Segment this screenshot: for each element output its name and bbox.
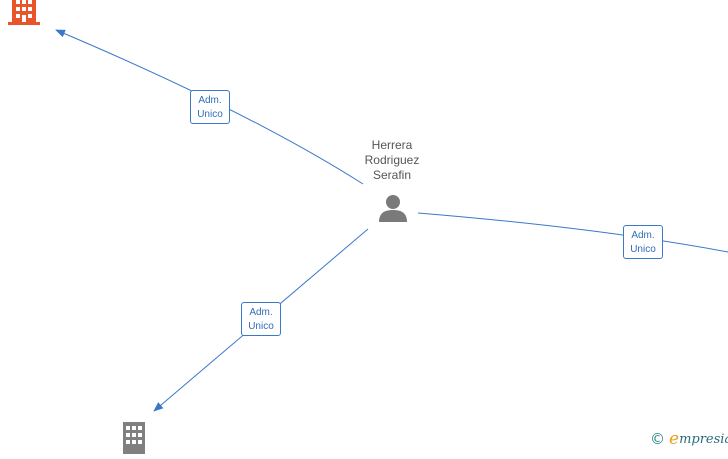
person-icon	[379, 195, 407, 222]
edge-label-right[interactable]: Adm. Unico	[623, 225, 663, 259]
company-bottom-node[interactable]	[121, 422, 147, 454]
person-name-line: Rodriguez	[364, 153, 420, 167]
person-name[interactable]: Herrera Rodriguez Serafin	[352, 138, 432, 183]
edge-label-line: Adm.	[198, 95, 222, 106]
brand-watermark: © e mpresia	[650, 429, 728, 449]
edge-label-line: Adm.	[631, 230, 655, 241]
person-name-line: Herrera	[371, 138, 413, 152]
edge-label-bottom-left[interactable]: Adm. Unico	[241, 302, 281, 336]
building-icon	[123, 422, 145, 454]
company-top-left-node[interactable]	[8, 0, 40, 28]
edge-label-line: Unico	[197, 109, 223, 120]
edge-line-right	[417, 212, 728, 253]
person-node[interactable]	[378, 193, 408, 223]
edge-label-line: Unico	[630, 244, 656, 255]
edge-label-line: Adm.	[249, 307, 273, 318]
brand-initial: e	[669, 429, 680, 449]
edge-label-top-left[interactable]: Adm. Unico	[190, 90, 230, 124]
edge-label-line: Unico	[248, 321, 274, 332]
person-name-line: Serafin	[372, 168, 412, 182]
brand-name: mpresia	[679, 431, 728, 447]
building-icon	[8, 0, 40, 25]
copyright-icon: ©	[650, 430, 665, 448]
